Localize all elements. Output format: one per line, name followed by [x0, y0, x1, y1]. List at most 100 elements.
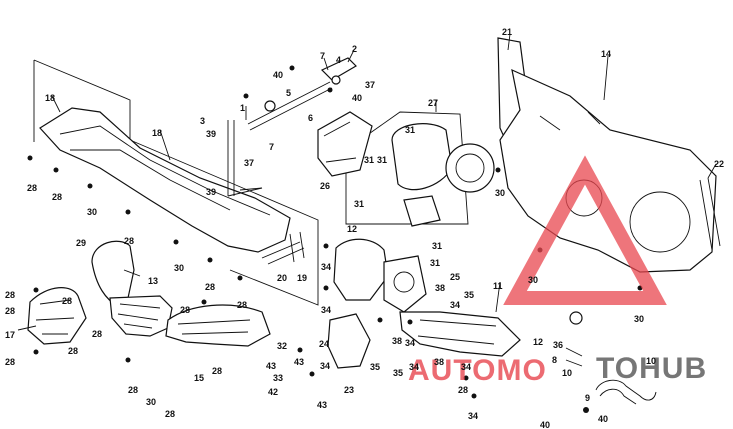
turbocharger — [317, 111, 495, 227]
part-label-28: 28 — [5, 290, 15, 300]
part-label-34: 34 — [450, 300, 460, 310]
part-label-39: 39 — [206, 187, 216, 197]
part-label-28: 28 — [212, 366, 222, 376]
heat-shield-right — [497, 37, 721, 273]
part-label-40: 40 — [273, 70, 283, 80]
part-label-29: 29 — [76, 238, 86, 248]
part-label-30: 30 — [87, 207, 97, 217]
part-label-13: 13 — [148, 276, 158, 286]
part-label-42: 42 — [268, 387, 278, 397]
part-label-1: 1 — [240, 103, 245, 113]
part-label-31: 31 — [354, 199, 364, 209]
part-label-31: 31 — [432, 241, 442, 251]
watermark-right: TOHUB — [596, 352, 707, 385]
part-label-43: 43 — [266, 361, 276, 371]
part-label-33: 33 — [273, 373, 283, 383]
part-label-35: 35 — [393, 368, 403, 378]
part-label-40: 40 — [540, 420, 550, 429]
part-label-28: 28 — [237, 300, 247, 310]
coolant-hose — [565, 311, 657, 405]
part-label-5: 5 — [286, 88, 291, 98]
part-label-25: 25 — [450, 272, 460, 282]
part-label-19: 19 — [297, 273, 307, 283]
exhaust-manifold-left — [27, 240, 271, 347]
part-label-9: 9 — [585, 393, 590, 403]
part-label-28: 28 — [124, 236, 134, 246]
part-label-30: 30 — [174, 263, 184, 273]
part-label-39: 39 — [206, 129, 216, 139]
part-label-30: 30 — [146, 397, 156, 407]
part-number-labels: 1818282830282913282828172828282830282828… — [5, 27, 724, 429]
automotohub-watermark: AUTOMO TOHUB — [408, 155, 707, 387]
part-label-31: 31 — [430, 258, 440, 268]
part-label-7: 7 — [269, 142, 274, 152]
part-label-30: 30 — [495, 188, 505, 198]
part-label-28: 28 — [5, 306, 15, 316]
fastener-marks — [27, 65, 643, 413]
part-label-22: 22 — [714, 159, 724, 169]
part-label-40: 40 — [598, 414, 608, 424]
part-label-34: 34 — [468, 411, 478, 421]
part-label-34: 34 — [321, 305, 331, 315]
part-label-7: 7 — [320, 51, 325, 61]
part-label-28: 28 — [68, 346, 78, 356]
part-label-34: 34 — [405, 338, 415, 348]
part-label-40: 40 — [352, 93, 362, 103]
part-label-23: 23 — [344, 385, 354, 395]
part-label-34: 34 — [461, 362, 471, 372]
part-label-2: 2 — [352, 44, 357, 54]
part-label-32: 32 — [277, 341, 287, 351]
shift-rod-assembly — [227, 57, 357, 197]
part-label-37: 37 — [244, 158, 254, 168]
part-label-34: 34 — [409, 362, 419, 372]
part-label-15: 15 — [194, 373, 204, 383]
part-label-43: 43 — [294, 357, 304, 367]
part-label-28: 28 — [27, 183, 37, 193]
part-label-28: 28 — [52, 192, 62, 202]
part-label-20: 20 — [277, 273, 287, 283]
part-label-3: 3 — [200, 116, 205, 126]
heat-shield-assembly — [33, 59, 319, 306]
part-label-8: 8 — [552, 355, 557, 365]
part-label-28: 28 — [180, 305, 190, 315]
part-label-35: 35 — [370, 362, 380, 372]
part-label-30: 30 — [634, 314, 644, 324]
watermark-left: AUTOMO — [408, 354, 547, 387]
part-label-18: 18 — [45, 93, 55, 103]
part-label-18: 18 — [152, 128, 162, 138]
part-label-38: 38 — [434, 357, 444, 367]
center-flanges — [327, 238, 521, 369]
part-label-28: 28 — [458, 385, 468, 395]
part-label-31: 31 — [377, 155, 387, 165]
part-label-12: 12 — [533, 337, 543, 347]
part-label-38: 38 — [435, 283, 445, 293]
part-label-28: 28 — [92, 329, 102, 339]
part-label-10: 10 — [562, 368, 572, 378]
part-label-36: 36 — [553, 340, 563, 350]
part-label-28: 28 — [128, 385, 138, 395]
part-label-10: 10 — [646, 356, 656, 366]
part-label-24: 24 — [319, 339, 329, 349]
part-label-27: 27 — [428, 98, 438, 108]
part-label-31: 31 — [405, 125, 415, 135]
part-label-11: 11 — [493, 281, 503, 291]
leader-lines — [17, 33, 717, 331]
part-label-17: 17 — [5, 330, 15, 340]
part-label-28: 28 — [205, 282, 215, 292]
part-label-43: 43 — [317, 400, 327, 410]
part-label-6: 6 — [308, 113, 313, 123]
part-label-14: 14 — [601, 49, 611, 59]
part-label-28: 28 — [5, 357, 15, 367]
part-label-37: 37 — [365, 80, 375, 90]
part-label-28: 28 — [62, 296, 72, 306]
part-label-12: 12 — [347, 224, 357, 234]
part-label-38: 38 — [392, 336, 402, 346]
part-label-28: 28 — [165, 409, 175, 419]
part-label-21: 21 — [502, 27, 512, 37]
part-label-34: 34 — [320, 361, 330, 371]
part-label-4: 4 — [336, 55, 341, 65]
part-label-30: 30 — [528, 275, 538, 285]
part-label-34: 34 — [321, 262, 331, 272]
part-label-31: 31 — [364, 155, 374, 165]
